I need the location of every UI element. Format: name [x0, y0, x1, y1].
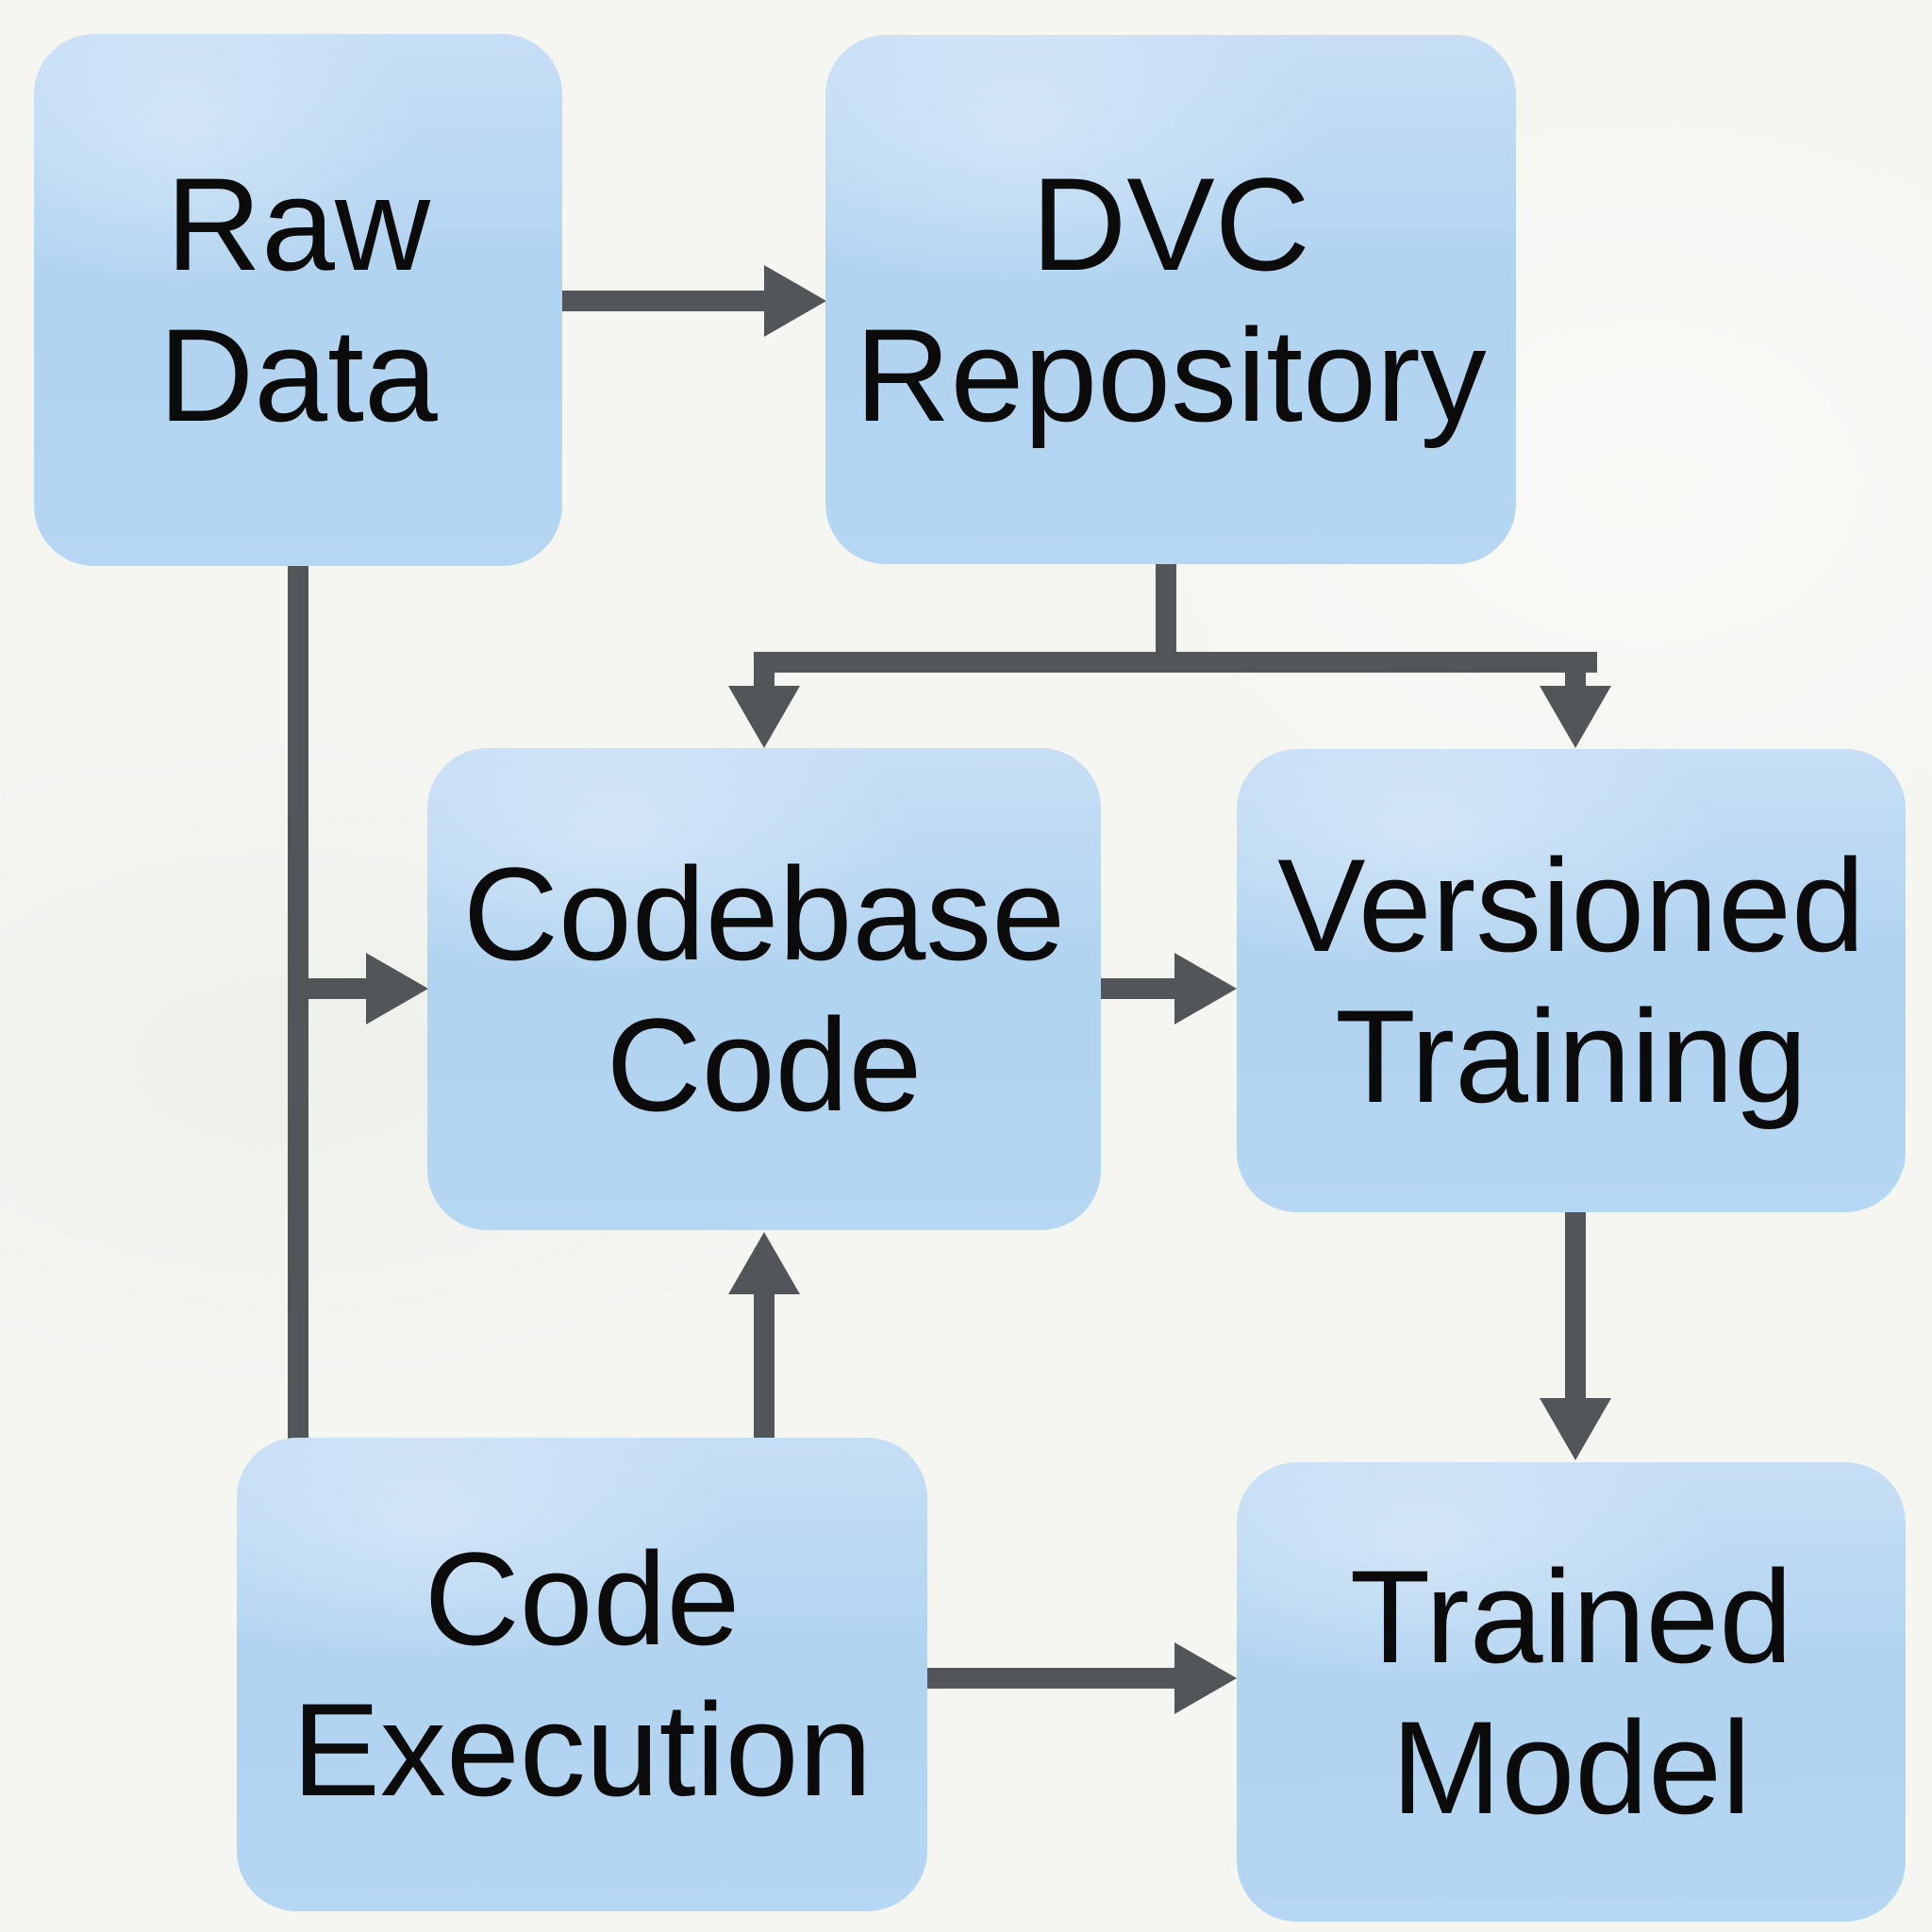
edge-shaft: [1156, 562, 1176, 664]
arrowhead-down: [1540, 686, 1611, 748]
node-label-line: Codebase: [462, 839, 1066, 988]
node-label-line: Training: [1335, 981, 1807, 1130]
edge-shaft: [754, 652, 1597, 673]
node-codebase-code: Codebase Code: [427, 748, 1101, 1230]
node-label-line: Data: [158, 301, 438, 449]
node-label-line: Raw: [165, 150, 431, 298]
node-code-execution: Code Execution: [237, 1438, 927, 1911]
edge-shaft: [1565, 1212, 1586, 1400]
node-label-line: Execution: [291, 1675, 873, 1824]
node-label-line: Code: [424, 1524, 741, 1673]
edge-shaft: [288, 564, 308, 1440]
arrowhead-right: [1174, 1642, 1237, 1714]
edge-shaft: [298, 978, 370, 999]
node-label-line: DVC: [1031, 149, 1310, 298]
node-trained-model: Trained Model: [1237, 1462, 1906, 1922]
node-label-line: Code: [606, 990, 923, 1139]
edge-shaft: [754, 1291, 774, 1438]
arrowhead-down: [1540, 1398, 1611, 1460]
arrowhead-right: [1174, 953, 1237, 1024]
edge-shaft: [562, 291, 766, 311]
node-versioned-training: Versioned Training: [1237, 749, 1906, 1212]
arrowhead-right: [764, 265, 826, 337]
node-label-line: Model: [1391, 1692, 1752, 1841]
arrowhead-right: [366, 953, 428, 1024]
node-label-line: Repository: [855, 300, 1487, 449]
edge-shaft: [1565, 652, 1586, 690]
node-dvc-repository: DVC Repository: [825, 35, 1516, 564]
edge-shaft: [754, 652, 774, 690]
arrowhead-down: [728, 686, 800, 748]
node-label-line: Trained: [1349, 1541, 1793, 1690]
node-label-line: Versioned: [1277, 830, 1865, 979]
edge-shaft: [927, 1668, 1176, 1689]
edge-shaft: [1101, 978, 1178, 999]
node-raw-data: Raw Data: [34, 34, 562, 566]
arrowhead-up: [728, 1232, 800, 1294]
